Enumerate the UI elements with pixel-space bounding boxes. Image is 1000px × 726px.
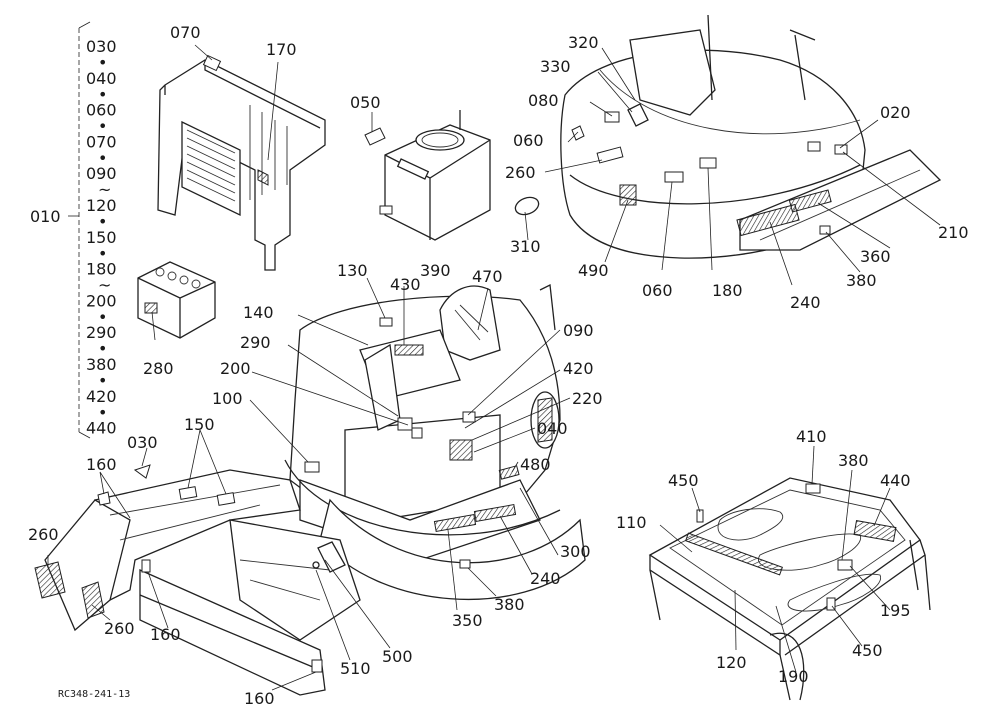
callout-310: 310 — [510, 237, 541, 256]
callout-110: 110 — [616, 513, 647, 532]
callout-030: 030 — [127, 433, 158, 452]
leader-lines — [47, 44, 941, 691]
callout-labels: 070 170 050 320 330 080 060 260 020 210 … — [28, 23, 969, 708]
bracket-item: 200 — [86, 291, 117, 310]
callout-380a: 380 — [846, 271, 877, 290]
bracket-separator: • — [98, 307, 107, 326]
callout-060a: 060 — [513, 131, 544, 150]
callout-380b: 380 — [494, 595, 525, 614]
radiator-frame-drawing — [157, 54, 326, 271]
bracket-separator: • — [98, 53, 107, 72]
callout-170: 170 — [266, 40, 297, 59]
callout-330: 330 — [540, 57, 571, 76]
callout-260c: 260 — [104, 619, 135, 638]
callout-180: 180 — [712, 281, 743, 300]
callout-160a: 160 — [86, 455, 117, 474]
bracket-item-list: 030•040•060•070•090~120•150•180~200•290•… — [86, 37, 117, 438]
bracket-item: 440 — [86, 419, 117, 438]
callout-440: 440 — [880, 471, 911, 490]
callout-190: 190 — [778, 667, 809, 686]
callout-120: 120 — [716, 653, 747, 672]
bracket-item: 180 — [86, 260, 117, 279]
bracket-item: 060 — [86, 101, 117, 120]
bracket-item: 040 — [86, 69, 117, 88]
callout-410: 410 — [796, 427, 827, 446]
callout-040: 040 — [537, 419, 568, 438]
callout-220: 220 — [572, 389, 603, 408]
figure-code: RC348-241-13 — [58, 689, 130, 700]
callout-160c: 160 — [244, 689, 275, 708]
callout-350: 350 — [452, 611, 483, 630]
bracket-item: 420 — [86, 387, 117, 406]
rear-view-drawing — [514, 14, 942, 259]
bracket-separator: • — [98, 85, 107, 104]
callout-240a: 240 — [790, 293, 821, 312]
callout-300: 300 — [560, 542, 591, 561]
bracket-separator: • — [98, 117, 107, 136]
machine-body-drawing — [284, 284, 586, 601]
callout-470: 470 — [472, 267, 503, 286]
bracket-separator: • — [98, 212, 107, 231]
bracket-separator: • — [98, 403, 107, 422]
callout-260a: 260 — [505, 163, 536, 182]
callout-100: 100 — [212, 389, 243, 408]
callout-210: 210 — [938, 223, 969, 242]
callout-020: 020 — [880, 103, 911, 122]
bracket-item: 120 — [86, 196, 117, 215]
bracket-item: 090 — [86, 164, 117, 183]
callout-360: 360 — [860, 247, 891, 266]
bracket-item: 290 — [86, 323, 117, 342]
callout-160b: 160 — [150, 625, 181, 644]
callout-290: 290 — [240, 333, 271, 352]
callout-060b: 060 — [642, 281, 673, 300]
canopy-roof-drawing — [648, 477, 931, 701]
fuel-tank-drawing — [364, 110, 491, 241]
battery-drawing — [137, 261, 216, 339]
callout-080: 080 — [528, 91, 559, 110]
boom-blade-drawing — [34, 464, 361, 696]
callout-450b: 450 — [852, 641, 883, 660]
callout-390: 390 — [420, 261, 451, 280]
callout-490: 490 — [578, 261, 609, 280]
callout-240b: 240 — [530, 569, 561, 588]
bracket-item: 150 — [86, 228, 117, 247]
bracket-item: 380 — [86, 355, 117, 374]
callout-500: 500 — [382, 647, 413, 666]
callout-480: 480 — [520, 455, 551, 474]
label-010: 010 — [30, 207, 61, 226]
callout-130: 130 — [337, 261, 368, 280]
bracket-separator: • — [98, 244, 107, 263]
callout-195: 195 — [880, 601, 911, 620]
bracket-item: 070 — [86, 132, 117, 151]
callout-420: 420 — [563, 359, 594, 378]
decal-kit-bracket: 010 030•040•060•070•090~120•150•180~200•… — [30, 21, 117, 439]
callout-280: 280 — [143, 359, 174, 378]
bracket-separator: ~ — [98, 276, 111, 295]
callout-380c: 380 — [838, 451, 869, 470]
callout-140: 140 — [243, 303, 274, 322]
callout-320: 320 — [568, 33, 599, 52]
callout-430: 430 — [390, 275, 421, 294]
callout-070a: 070 — [170, 23, 201, 42]
bracket-item: 030 — [86, 37, 117, 56]
bracket-separator: ~ — [98, 180, 111, 199]
callout-150: 150 — [184, 415, 215, 434]
bracket-separator: • — [98, 148, 107, 167]
bracket-separator: • — [98, 339, 107, 358]
bracket-separator: • — [98, 371, 107, 390]
callout-260b: 260 — [28, 525, 59, 544]
callout-450a: 450 — [668, 471, 699, 490]
callout-090: 090 — [563, 321, 594, 340]
callout-200: 200 — [220, 359, 251, 378]
callout-050: 050 — [350, 93, 381, 112]
callout-510: 510 — [340, 659, 371, 678]
